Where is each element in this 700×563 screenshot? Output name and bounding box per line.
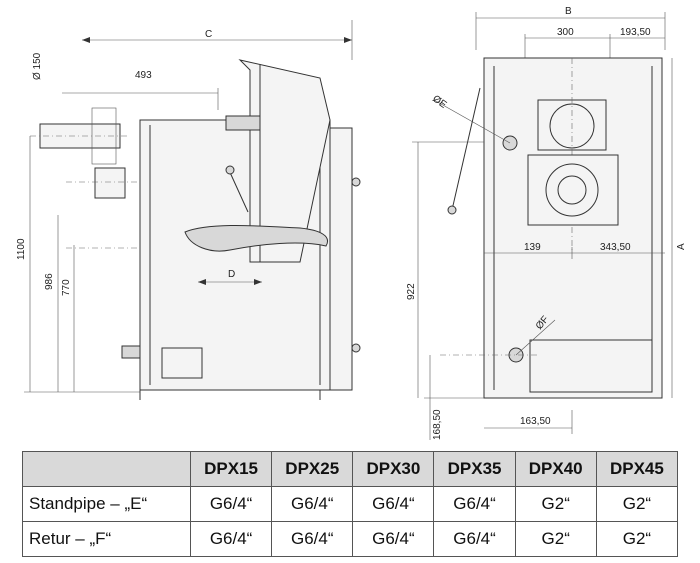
dim-a-label: A (676, 243, 687, 250)
dim-139-label: 139 (524, 242, 541, 253)
row-label: Retur – „F“ (22, 521, 191, 557)
table-cell: G6/4“ (352, 486, 435, 522)
dim-922-label: 922 (406, 283, 417, 300)
table-cell: G2“ (595, 486, 679, 522)
dim-dia150-label: Ø 150 (32, 52, 43, 80)
table-header-cell (22, 451, 191, 487)
table-header-cell: DPX15 (189, 451, 273, 487)
dim-168-label: 168,50 (432, 409, 443, 440)
dim-b-label: B (565, 6, 572, 17)
row-label: Standpipe – „E“ (22, 486, 191, 522)
dim-dia-e-label: ØE (430, 93, 448, 110)
table-header-cell: DPX30 (352, 451, 435, 487)
table-cell: G6/4“ (189, 521, 273, 557)
flue-pipe (39, 123, 121, 149)
table-cell: G6/4“ (352, 521, 435, 557)
table-cell: G6/4“ (189, 486, 273, 522)
table-cell: G2“ (514, 521, 597, 557)
table-cell: G6/4“ (433, 521, 516, 557)
hopper (238, 59, 331, 263)
dim-343-label: 343,50 (600, 242, 631, 253)
ash-door (161, 347, 203, 379)
dim-493-label: 493 (135, 70, 152, 81)
technical-drawing: C 493 Ø 150 1100 986 770 (16, 6, 687, 440)
table-cell: G2“ (595, 521, 679, 557)
table-row: Standpipe – „E“ G6/4“ G6/4“ G6/4“ G6/4“ … (22, 486, 679, 522)
table-cell: G6/4“ (271, 486, 354, 522)
table-header-cell: DPX45 (595, 451, 679, 487)
side-view: C 493 Ø 150 1100 986 770 (16, 20, 361, 400)
dim-163-label: 163,50 (520, 416, 551, 427)
table-cell: G2“ (514, 486, 597, 522)
front-view: B 300 193,50 ØE 139 343,50 A (406, 6, 687, 440)
table-cell: G6/4“ (433, 486, 516, 522)
lower-door (529, 339, 653, 393)
table-cell: G6/4“ (271, 521, 354, 557)
connection-spec-table: DPX15 DPX25 DPX30 DPX35 DPX40 DPX45 Stan… (22, 451, 679, 557)
ash-handle (184, 225, 328, 252)
table-header-row: DPX15 DPX25 DPX30 DPX35 DPX40 DPX45 (22, 451, 679, 487)
table-header-cell: DPX40 (514, 451, 597, 487)
dim-c-label: C (205, 29, 212, 40)
dim-d-label: D (228, 269, 235, 280)
table-header-cell: DPX25 (271, 451, 354, 487)
dim-770-label: 770 (61, 279, 72, 296)
dim-300-label: 300 (557, 27, 574, 38)
dim-986-label: 986 (44, 273, 55, 290)
dim-1100-label: 1100 (16, 238, 27, 260)
upper-door (527, 154, 619, 226)
table-row: Retur – „F“ G6/4“ G6/4“ G6/4“ G6/4“ G2“ … (22, 521, 679, 557)
dim-193-label: 193,50 (620, 27, 651, 38)
table-header-cell: DPX35 (433, 451, 516, 487)
